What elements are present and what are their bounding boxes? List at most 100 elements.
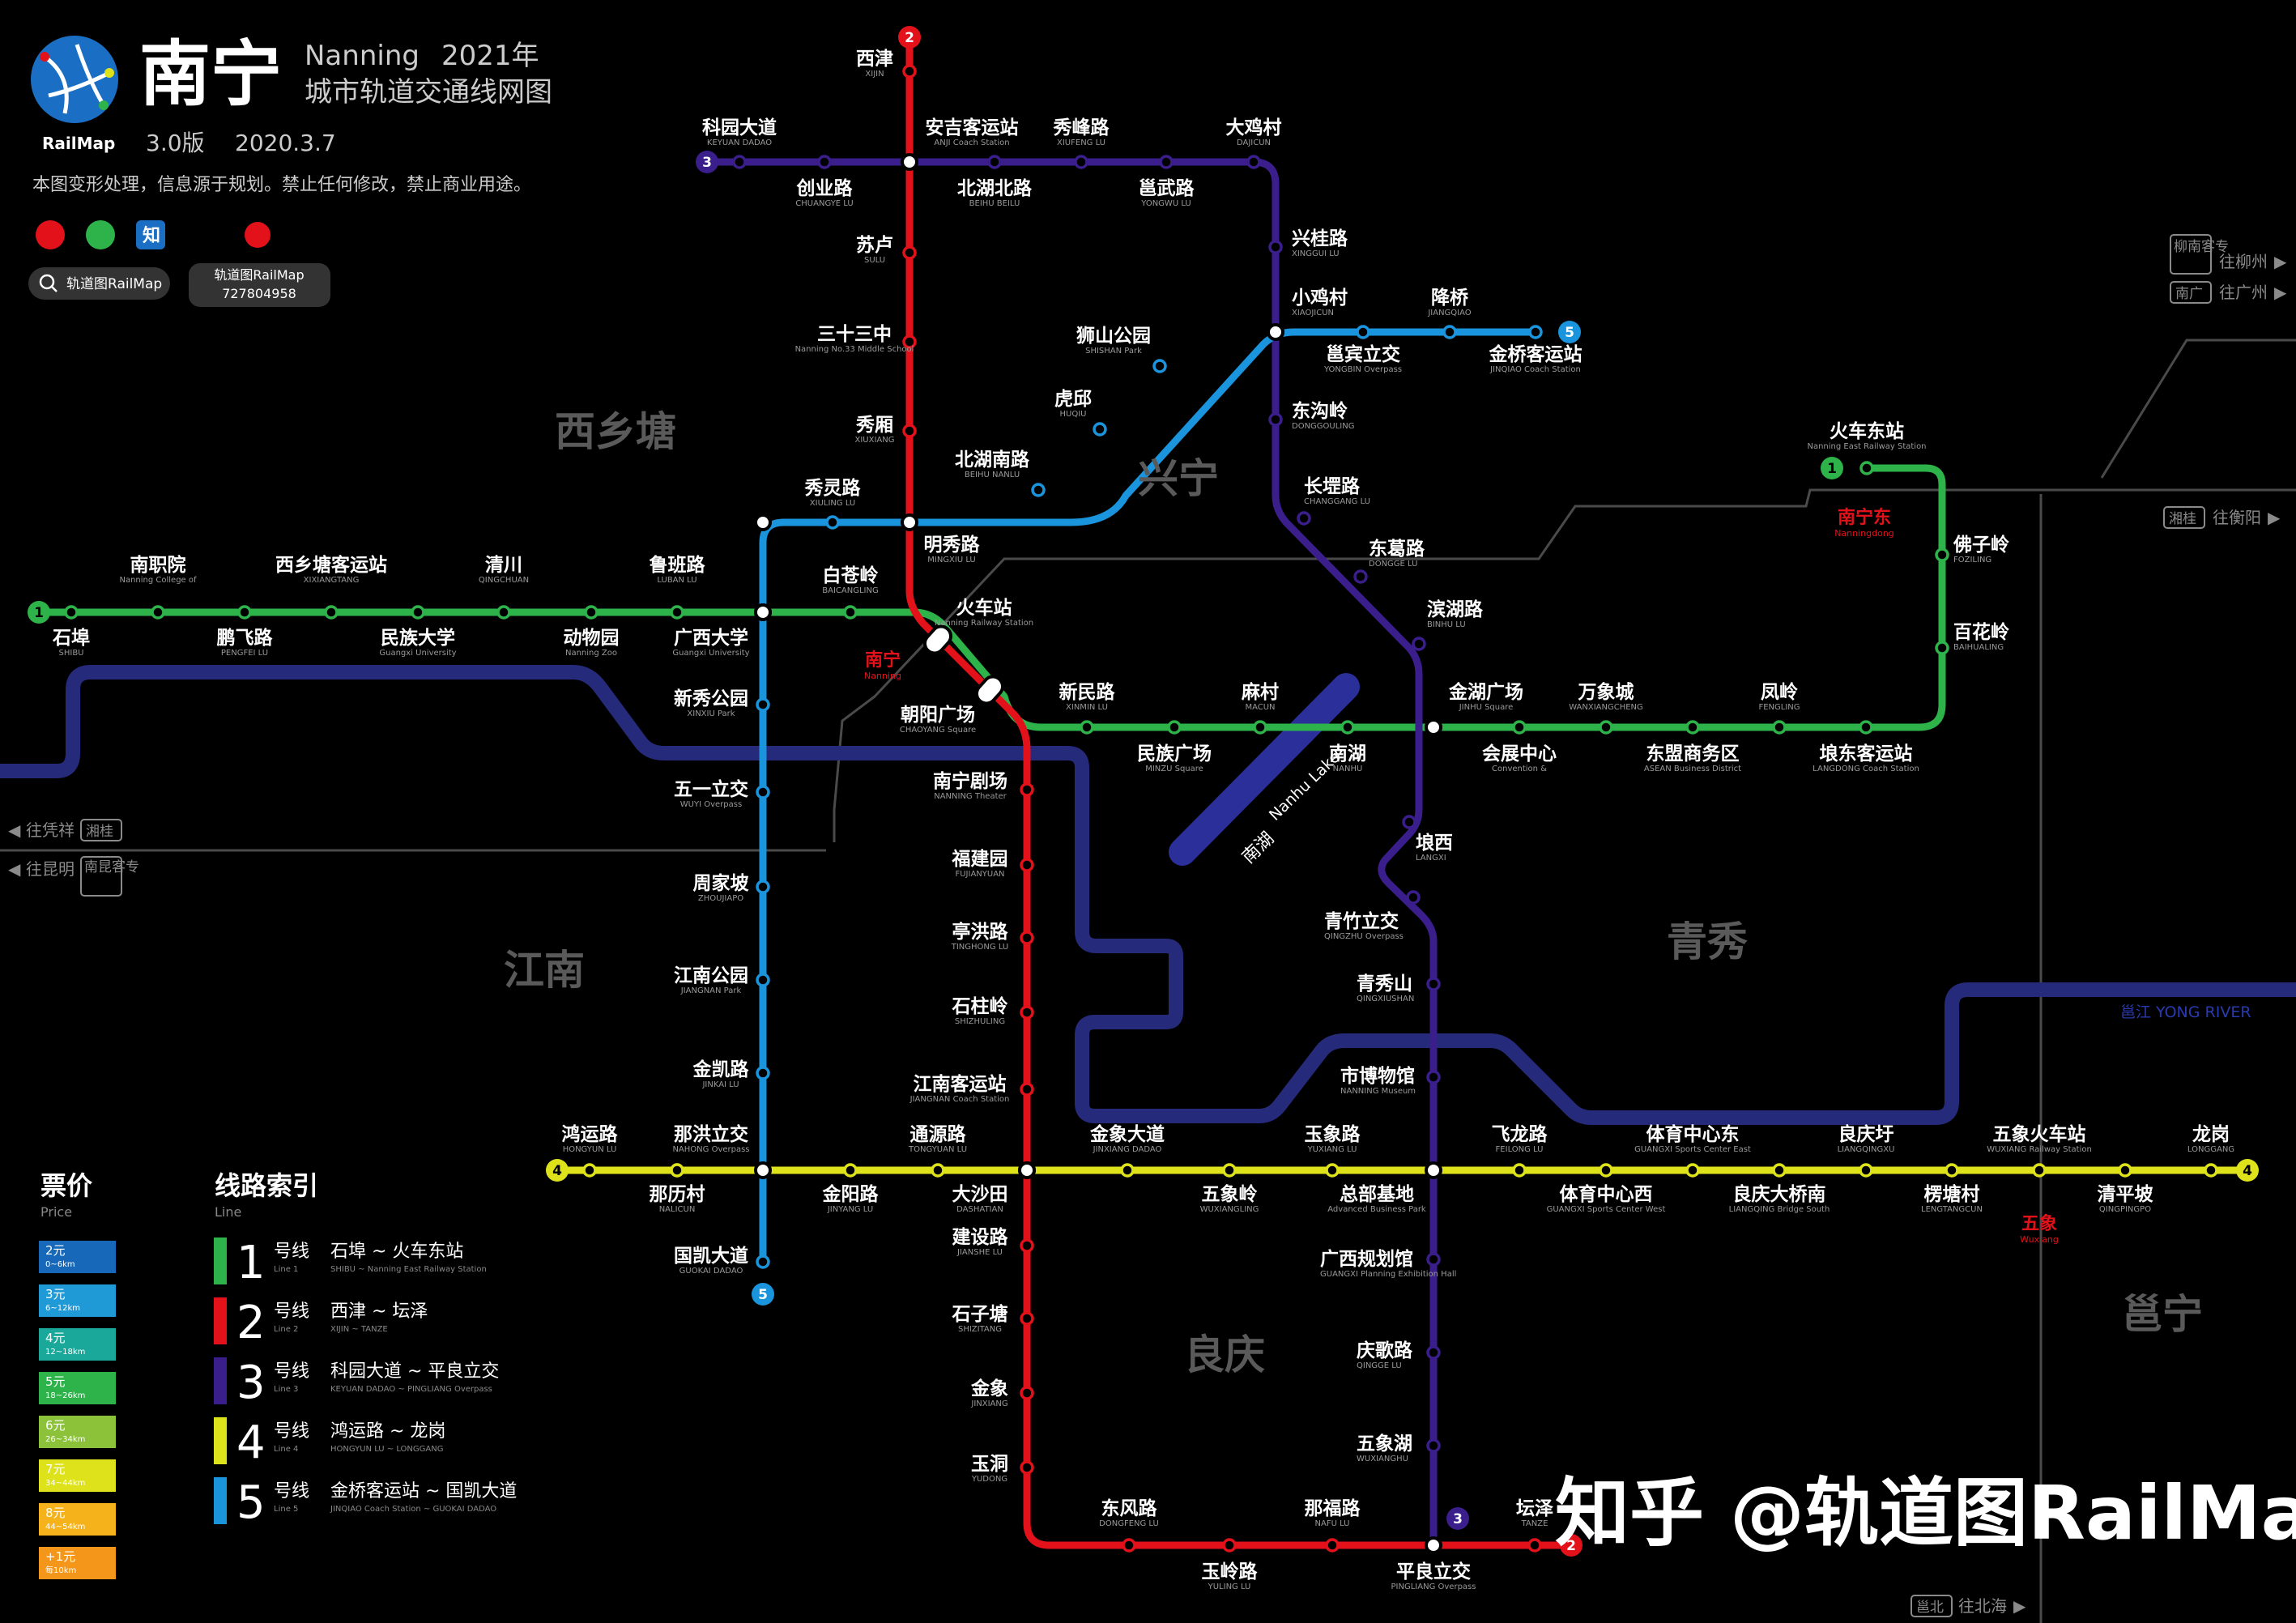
station-name: 五象岭 [1202,1183,1258,1205]
station-dot [1325,1163,1340,1178]
station-name: 市博物馆 [1340,1065,1415,1087]
station-name-en: LIANGQING Bridge South [1729,1205,1830,1214]
station-dot [1772,1163,1787,1178]
transfer-station [754,1161,772,1179]
station-name-en: TINGHONG LU [951,943,1008,952]
svg-text:Wuxiang: Wuxiang [2020,1234,2059,1245]
station-name: 鲁班路 [649,554,706,576]
station-dot [1599,720,1613,735]
price-chip [39,1241,116,1273]
station-dot [1297,511,1311,526]
line-number: 1 [236,1237,266,1289]
station-dot [1442,325,1457,339]
station-dot [1512,1163,1527,1178]
line-route-en: SHIBU ~ Nanning East Railway Station [330,1265,487,1274]
price-value: +1元 [45,1549,75,1564]
line-route: 鸿运路 ~ 龙岗 [330,1421,445,1442]
station-name-en: XIJIN [865,70,884,79]
station-name: 良庆圩 [1838,1123,1894,1145]
rail-wuxiang: 五象 [2021,1213,2057,1234]
transfer-station [1267,323,1284,341]
price-chip [39,1328,116,1361]
station-name: 石子塘 [952,1303,1008,1325]
station-dot [1426,977,1441,991]
station-name-en: CHUANGYE LU [795,199,853,208]
station-dot [582,1163,597,1178]
station-name-en: FOZILING [1953,556,1991,564]
price-chip [39,1547,116,1579]
station-dot [1512,720,1527,735]
station-name: 良庆大桥南 [1733,1183,1826,1205]
station-name: 火车站 [956,597,1012,619]
station-name: 金象 [970,1378,1008,1399]
station-name: 清川 [485,555,522,576]
station-name: 大沙田 [952,1184,1008,1205]
station-name: 滨湖路 [1427,599,1484,620]
rail-nanning: 南宁 [865,650,901,671]
station-dot [1268,412,1283,427]
station-dot [1426,1345,1441,1360]
station-name: 秀厢 [855,415,893,436]
svg-text:1: 1 [34,605,44,621]
district-jiangnan: 江南 [504,947,585,994]
price-range: 0~6km [45,1260,75,1269]
qq-pill[interactable] [189,263,330,307]
station-name-en: FEILONG LU [1496,1145,1544,1154]
station-name: 埌西 [1416,832,1453,854]
station-name-en: FENGLING [1758,703,1800,712]
line-route: 西津 ~ 坛泽 [330,1301,428,1322]
transfer-station [1425,718,1442,736]
station-dot [1426,1252,1441,1267]
transfer-station [1425,1536,1442,1554]
station-dot [1356,325,1370,339]
station-name: 金桥客运站 [1489,343,1582,365]
search-label: 轨道图RailMap [66,276,162,292]
search-pill[interactable] [28,267,170,300]
brand-label: RailMap [42,134,115,153]
direction-kunming: 往昆明 [26,859,75,879]
station-dot [732,155,747,169]
station-name: 长堽路 [1304,475,1361,497]
station-name: 玉象路 [1305,1123,1361,1145]
station-dot [902,424,917,438]
station-name-en: XIUFENG LU [1057,138,1105,147]
price-title: 票价 [40,1170,92,1201]
direction-beihai: 往北海 [1958,1596,2007,1616]
station-name: 五一立交 [674,778,748,800]
station-name-en: GUANGXI Sports Center East [1634,1145,1751,1154]
station-dot [756,1066,770,1080]
station-name: 青秀山 [1357,973,1412,995]
river-label: 邕江 YONG RIVER [2120,1003,2251,1021]
city-en: Nanning [305,40,420,72]
station-name: 体育中心东 [1646,1123,1740,1145]
station-name-en: HONGYUN LU [563,1145,617,1154]
station-name: 科园大道 [702,117,777,138]
station-name: 邕宾立交 [1326,343,1400,365]
station-dot [151,605,165,620]
station-name-en: BEIHU NANLU [965,471,1020,479]
station-dot [756,973,770,987]
station-name-en: JIANGNAN Park [680,986,742,995]
station-name: 那洪立交 [674,1123,748,1145]
station-name-en: XIAOJICUN [1292,309,1334,317]
station-name: 亭洪路 [952,921,1009,943]
map-year: 2021年 [441,40,539,72]
station-name-en: QINGPINGPO [2099,1205,2151,1214]
station-dot [817,155,832,169]
station-name-en: DASHATIAN [956,1205,1003,1214]
station-dot [1426,1070,1441,1084]
station-name-en: PINGLIANG Overpass [1391,1583,1476,1591]
station-name: 降桥 [1431,287,1469,309]
station-dot [756,880,770,894]
station-name-en: QINGCHUAN [479,576,529,585]
price-chip [39,1284,116,1317]
station-name-en: GUANGXI Planning Exhibition Hall [1320,1270,1456,1279]
direction-box-hengyang: 湘桂 [2169,511,2196,527]
station-name: 兴桂路 [1292,228,1348,249]
line-route: 石埠 ~ 火车东站 [330,1242,463,1262]
transfer-station [901,513,918,531]
price-value: 7元 [45,1462,66,1476]
station-name-en: LANGDONG Coach Station [1813,765,1919,773]
station-name: 南湖 [1329,743,1366,765]
